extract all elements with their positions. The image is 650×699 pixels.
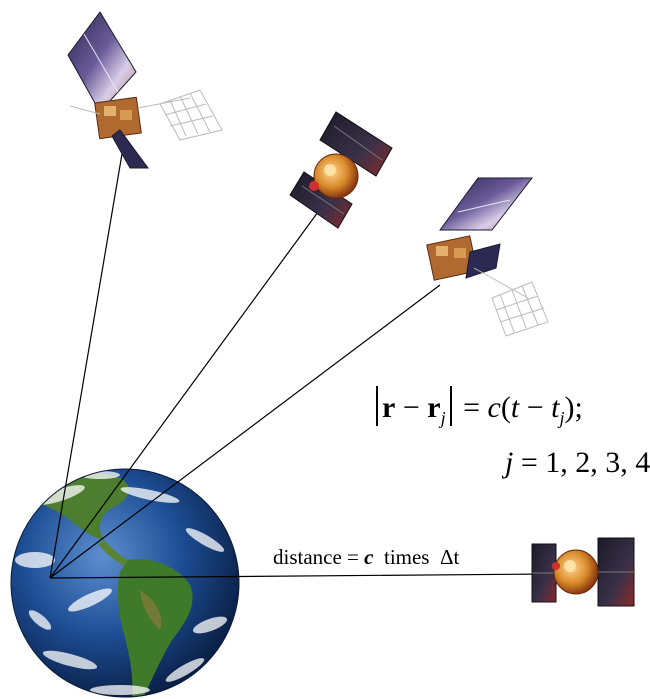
line-to-satellite-2 <box>49 211 319 579</box>
eq2-j: j <box>505 446 514 479</box>
eq-rj: r <box>427 391 441 424</box>
satellite-2 <box>289 111 393 229</box>
distance-delta: Δt <box>439 545 460 569</box>
distance-prefix: distance = <box>273 545 365 569</box>
abs-bar-right <box>449 386 452 426</box>
eq-t: t <box>510 391 520 424</box>
distance-c: c <box>364 545 374 569</box>
line-to-satellite-3 <box>49 284 441 579</box>
abs-bar-left <box>376 386 378 426</box>
distance-label: distance = c times Δt <box>273 545 459 570</box>
eq-equals: = <box>463 391 481 424</box>
eq-r: r <box>382 391 396 424</box>
eq-rj-sub: j <box>440 408 446 428</box>
eq-c: c <box>487 391 501 424</box>
signal-lines <box>49 147 549 579</box>
eq-minus-2: − <box>519 391 552 424</box>
eq-close: ); <box>564 391 583 424</box>
line-to-satellite-1 <box>49 147 124 579</box>
satellite-4 <box>531 537 635 607</box>
line-to-satellite-4 <box>49 573 549 579</box>
eq-tj: t <box>551 391 560 424</box>
satellite-3 <box>426 177 549 337</box>
satellite-1 <box>67 11 223 169</box>
continent-south-america <box>117 559 193 697</box>
range-equation: r − rj = c(t − tj); <box>372 386 583 429</box>
continent-central-america <box>98 540 128 566</box>
index-equation: j = 1, 2, 3, 4. <box>505 446 650 480</box>
distance-middle: times <box>373 545 440 569</box>
earth <box>10 468 240 698</box>
eq-open: ( <box>500 391 511 424</box>
eq-minus: − <box>402 391 420 424</box>
eq-tj-sub: j <box>559 408 565 428</box>
eq2-rest: = 1, 2, 3, 4. <box>513 446 650 479</box>
